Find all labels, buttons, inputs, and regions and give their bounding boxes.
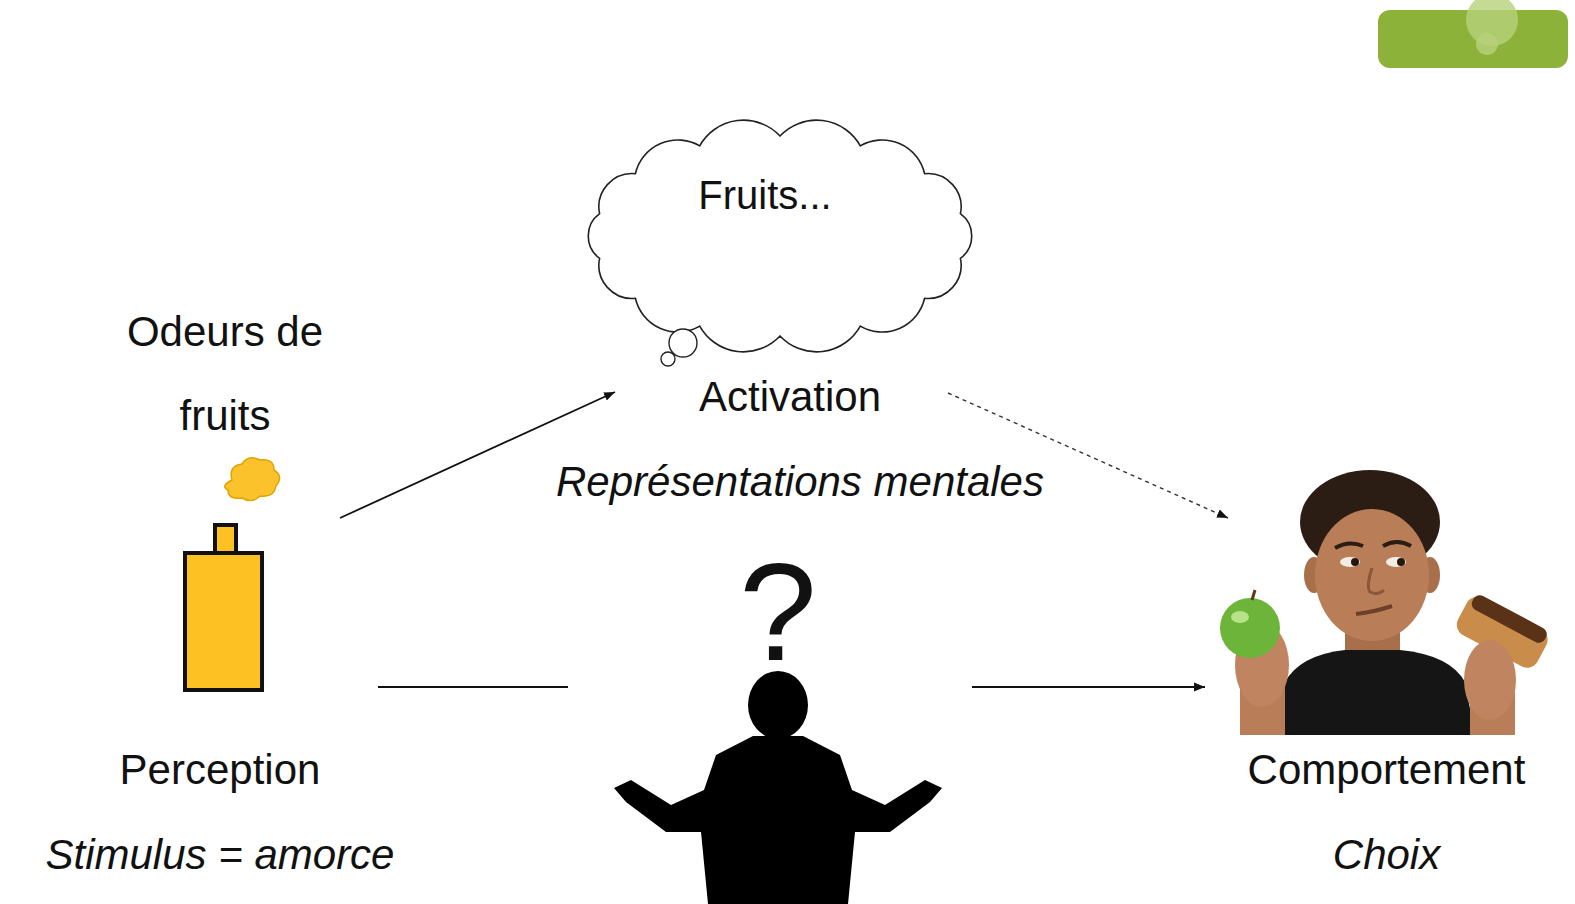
shrugging-silhouette (614, 671, 942, 904)
green-apple (1220, 598, 1280, 658)
bottle-body (185, 553, 262, 690)
thought-bubble (661, 352, 675, 366)
behaviour-group: ComportementChoix (1205, 460, 1568, 890)
scent-puff (225, 458, 280, 501)
pupil (1397, 558, 1405, 566)
mouth (1356, 606, 1392, 614)
silhouette-body (614, 736, 942, 904)
bottle-neck (215, 525, 236, 553)
stage-sublabel: Choix (1205, 830, 1568, 880)
stage-sublabel: Représentations mentales (520, 457, 1080, 507)
thought-cloud (520, 110, 1080, 510)
apple-stem (1252, 590, 1255, 600)
hand (1464, 640, 1516, 720)
perfume-bottle (185, 458, 280, 690)
thought-text: Fruits... (655, 171, 875, 219)
eye (1340, 557, 1360, 567)
face (1315, 509, 1429, 641)
pupil (1351, 558, 1359, 566)
stage-label: Perception (10, 745, 430, 795)
arrow-connector (378, 686, 568, 688)
cloud-outline (588, 120, 971, 352)
unknown-process: ? (568, 530, 972, 904)
stimulus-heading: Odeurs de fruits (95, 290, 355, 458)
eye (1386, 557, 1406, 567)
stage-label: Comportement (1205, 745, 1568, 795)
activation-group: Fruits... ActivationReprésentations menta… (520, 110, 1080, 510)
question-mark: ? (678, 537, 878, 687)
apple-shine (1231, 611, 1249, 623)
man-choosing-photo (1220, 470, 1553, 735)
corner-tab-dot (1476, 33, 1498, 55)
nose (1368, 568, 1384, 594)
stage-label: Activation (640, 372, 940, 422)
thought-bubble (669, 329, 697, 357)
stage-sublabel: Stimulus = amorce (10, 830, 430, 880)
arrow-connector (972, 686, 1205, 688)
corner-tab (1378, 0, 1568, 68)
shirt (1275, 650, 1475, 735)
hair-fringe (1318, 487, 1428, 537)
stimulus-group: Odeurs de fruitsPerceptionStimulus = amo… (10, 290, 430, 890)
pastry-chocolate (1469, 593, 1549, 646)
eyebrows (1335, 542, 1411, 548)
